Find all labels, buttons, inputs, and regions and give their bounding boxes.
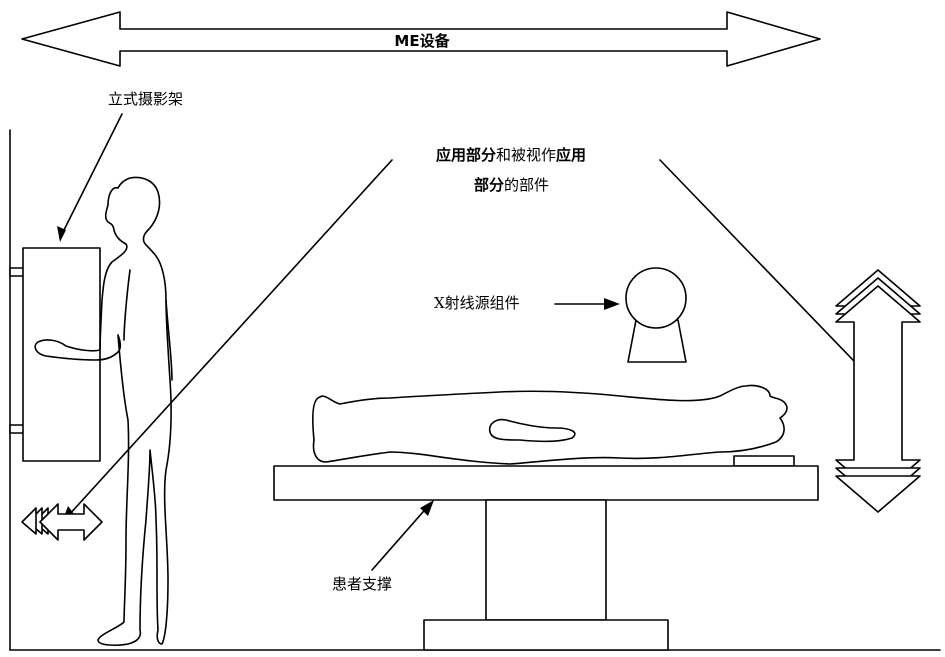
me-equipment-double-arrow (21, 11, 821, 67)
xray-source-pointer-head (604, 298, 620, 310)
patient-support-pointer-head (420, 500, 434, 516)
upright-stand-label: 立式摄影架 (108, 90, 183, 108)
table-top (273, 465, 819, 501)
upright-detector-panel (22, 247, 101, 462)
table-column (485, 499, 607, 621)
applied-parts-pointer-right (659, 159, 881, 389)
applied-parts-label-line1: 应用部分和被视作应用 (436, 146, 586, 164)
standing-person-arm-line (123, 269, 173, 381)
lying-patient-arm (488, 418, 576, 443)
lying-patient (312, 384, 788, 465)
patient-support-pointer (371, 503, 431, 571)
applied-parts-pointer-left (67, 159, 393, 517)
detector-bracket-bottom (9, 424, 25, 434)
head-rest (733, 455, 795, 467)
applied-parts-label-line2: 部分的部件 (474, 176, 549, 194)
horizontal-movement-arrow (21, 503, 103, 541)
me-equipment-label: ME设备 (394, 32, 450, 50)
upright-stand-pointer (59, 113, 123, 239)
patient-support-label: 患者支撑 (332, 575, 392, 593)
table-base (423, 619, 669, 651)
xray-source-assembly (625, 267, 687, 363)
upright-stand-pointer-head (57, 226, 66, 242)
xray-source-label: X射线源组件 (434, 294, 520, 312)
detector-bracket-top (9, 267, 25, 277)
vertical-movement-arrow (835, 269, 921, 513)
